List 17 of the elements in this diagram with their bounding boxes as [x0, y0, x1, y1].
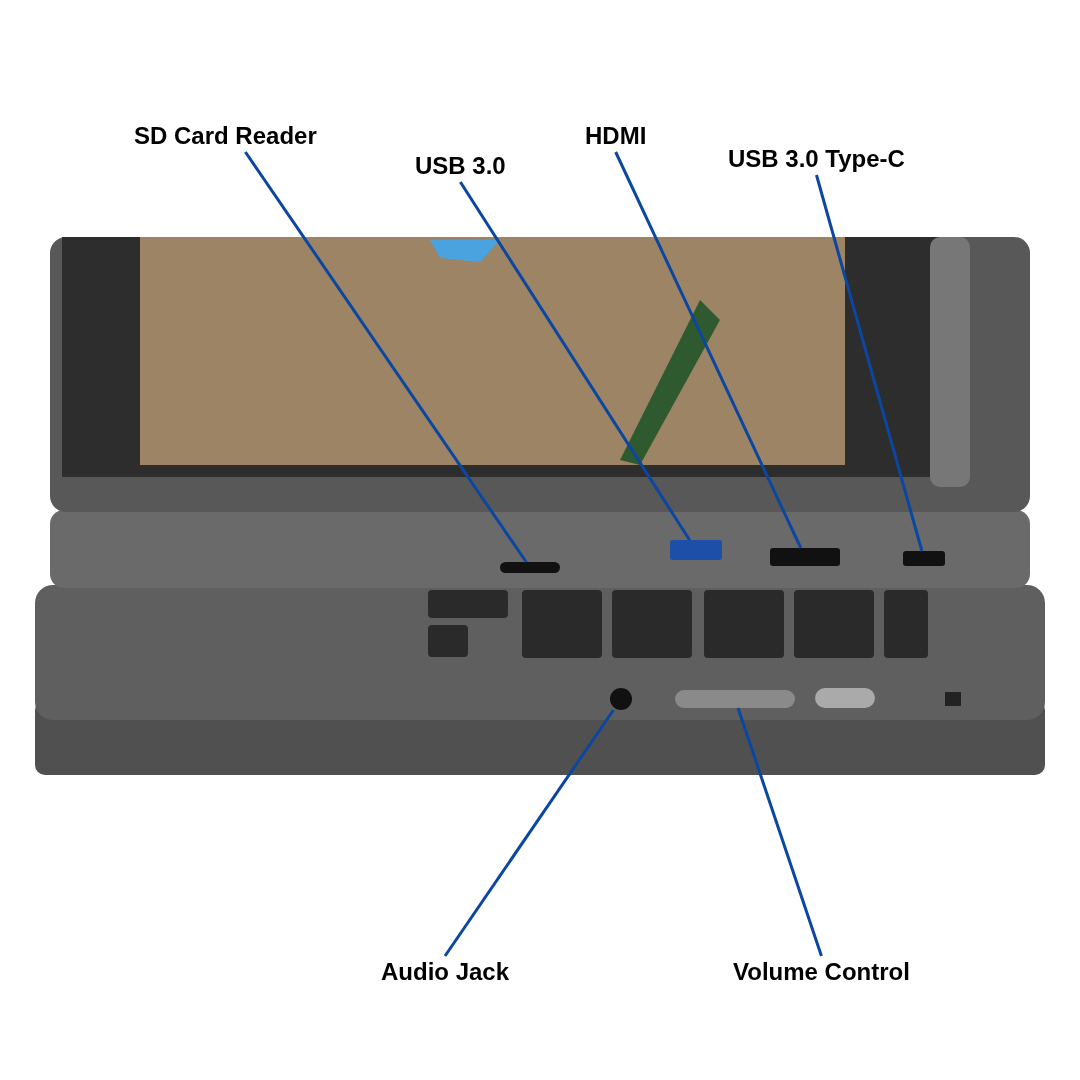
leader-line	[443, 709, 615, 957]
part-label: HDMI	[585, 122, 647, 150]
leader-line	[459, 181, 691, 541]
leader-line	[736, 707, 823, 957]
hdmi-port	[770, 548, 840, 566]
leader-line	[614, 151, 803, 549]
leader-line	[244, 151, 528, 563]
volume-rocker	[675, 690, 795, 708]
part-label: Volume Control	[733, 958, 910, 986]
sd-card-slot	[500, 562, 560, 573]
part-label: USB 3.0 Type-C	[728, 145, 905, 173]
usb-port	[670, 540, 722, 560]
part-label: SD Card Reader	[134, 122, 317, 150]
leader-line	[815, 174, 924, 552]
part-label: Audio Jack	[381, 958, 510, 986]
part-label: USB 3.0	[415, 152, 506, 180]
usb-c-port	[903, 551, 945, 566]
